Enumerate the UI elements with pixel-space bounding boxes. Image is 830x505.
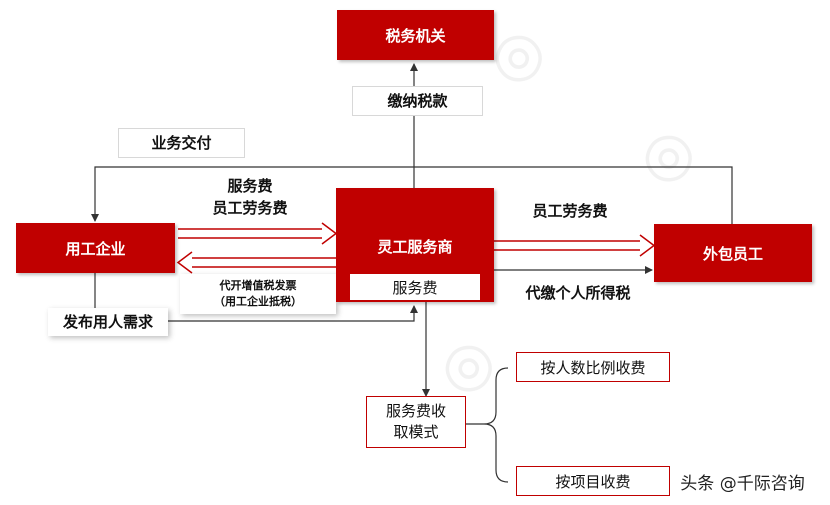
- node-worker: 外包员工: [654, 224, 812, 282]
- node-fee-mode-line1: 服务费收: [385, 402, 446, 420]
- node-platform-fee: 服务费: [350, 274, 480, 300]
- label-service-fee: 服务费: [227, 177, 273, 195]
- node-worker-label: 外包员工: [702, 244, 763, 263]
- option-by-headcount-label: 按人数比例收费: [540, 358, 646, 377]
- label-labor-fee-right-text: 员工劳务费: [532, 202, 608, 220]
- node-platform: 灵工服务商 服务费: [336, 188, 494, 302]
- line-demand-to-platform: [168, 305, 418, 322]
- node-platform-label: 灵工服务商: [377, 238, 453, 256]
- footer-watermark-text: 头条 @千际咨询: [680, 473, 805, 494]
- label-withhold-tax: 代缴个人所得税: [498, 282, 658, 308]
- label-business-delivery: 业务交付: [118, 128, 245, 158]
- option-by-project-label: 按项目收费: [555, 472, 631, 491]
- node-tax-authority: 税务机关: [337, 10, 494, 60]
- label-invoice: 代开增值税发票 （用工企业抵税）: [180, 274, 336, 314]
- label-labor-fee-left: 员工劳务费: [212, 199, 288, 217]
- label-publish-demand: 发布用人需求: [48, 308, 168, 336]
- option-by-project: 按项目收费: [516, 466, 670, 496]
- node-employer-label: 用工企业: [65, 239, 126, 258]
- bracket: [483, 367, 509, 483]
- arrowhead-platform-to-worker: [639, 234, 656, 257]
- label-fees-left: 服务费 员工劳务费: [180, 175, 320, 223]
- option-by-headcount: 按人数比例收费: [516, 352, 670, 382]
- line-business-delivery: [91, 166, 733, 224]
- label-invoice-line2: （用工企业抵税）: [214, 295, 302, 308]
- node-tax-authority-label: 税务机关: [385, 26, 446, 45]
- label-publish-demand-text: 发布用人需求: [62, 313, 153, 331]
- node-fee-mode: 服务费收 取模式: [366, 396, 466, 448]
- arrowhead-employer-to-platform: [321, 222, 338, 245]
- label-invoice-line1: 代开增值税发票: [219, 279, 297, 292]
- node-employer: 用工企业: [16, 223, 175, 273]
- node-fee-mode-line2: 取模式: [393, 423, 439, 441]
- label-pay-tax-text: 缴纳税款: [387, 92, 448, 110]
- label-withhold-tax-text: 代缴个人所得税: [525, 284, 631, 302]
- label-business-delivery-text: 业务交付: [151, 134, 212, 152]
- node-platform-fee-label: 服务费: [392, 278, 438, 297]
- footer-watermark: 头条 @千际咨询: [660, 467, 825, 495]
- label-pay-tax: 缴纳税款: [352, 86, 483, 116]
- arrowhead-platform-to-employer: [176, 251, 193, 274]
- label-labor-fee-right: 员工劳务费: [500, 200, 640, 226]
